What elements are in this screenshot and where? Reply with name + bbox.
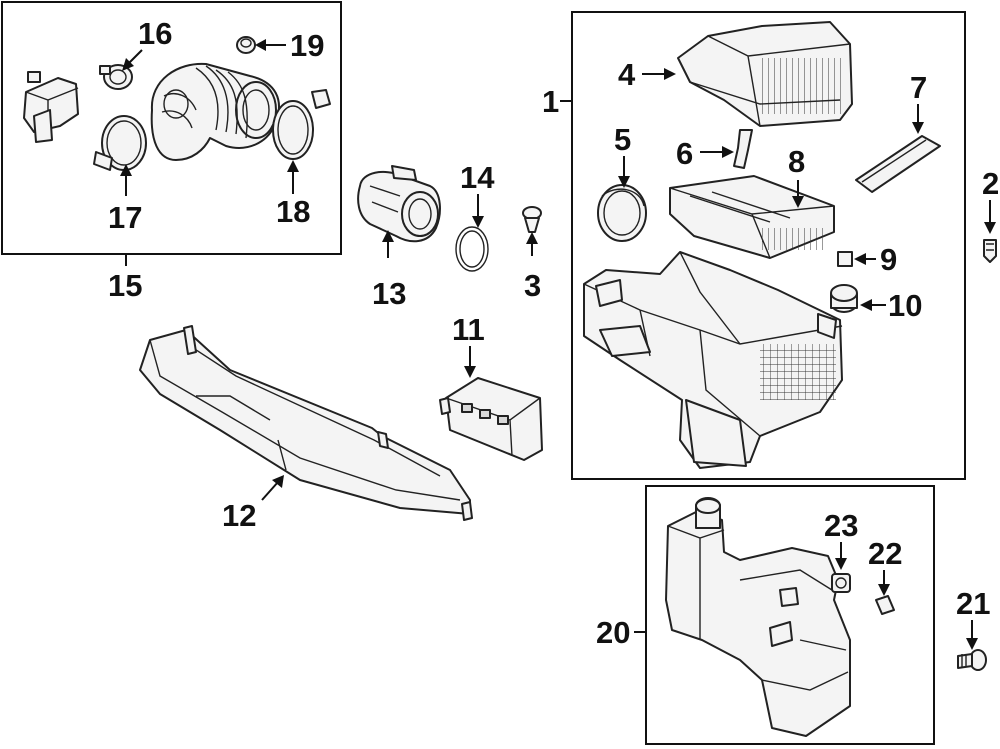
arrowhead-3: [526, 232, 538, 244]
group-box-1: [571, 11, 966, 480]
intake-hose-part: [150, 62, 280, 161]
callout-9: 9: [880, 242, 897, 277]
callout-8: 8: [788, 144, 805, 179]
arrowhead-6: [722, 146, 734, 158]
sensor-part: [23, 71, 79, 143]
arrowhead-9: [854, 253, 866, 265]
arrowhead-12: [272, 475, 284, 488]
resonator-20-part: [665, 497, 851, 737]
seal-5-part: [597, 184, 647, 242]
maf-housing-13-part: [357, 165, 441, 243]
arrowhead-11: [464, 366, 476, 378]
callout-20: 20: [596, 615, 630, 650]
arrowhead-10: [860, 299, 872, 311]
grommet-23-part: [831, 573, 851, 593]
callout-3: 3: [524, 268, 541, 303]
clip-9-part: [837, 251, 853, 267]
strip-7-part: [855, 135, 941, 193]
leader-12: [261, 481, 279, 501]
callout-15: 15: [108, 268, 142, 303]
arrowhead-18: [287, 160, 299, 172]
callout-7: 7: [910, 70, 927, 105]
arrowhead-13: [382, 230, 394, 242]
grommet-10-part: [830, 284, 858, 313]
callout-18: 18: [276, 194, 310, 229]
callout-17: 17: [108, 200, 142, 235]
callout-1: 1: [542, 84, 559, 119]
air-duct-12-part: [139, 325, 473, 521]
callout-21: 21: [956, 586, 990, 621]
callout-11: 11: [452, 312, 485, 347]
clamp-17-part: [93, 115, 147, 171]
callout-12: 12: [222, 498, 256, 533]
callout-4: 4: [618, 57, 636, 92]
lower-housing-part: [583, 251, 843, 469]
pin-6-part: [733, 129, 753, 169]
arrowhead-23: [835, 558, 847, 570]
callout-2: 2: [982, 166, 999, 201]
seal-14-part: [455, 226, 489, 272]
clip-22-part: [875, 595, 895, 615]
callout-14: 14: [460, 160, 495, 195]
clamp-16-part: [99, 64, 133, 90]
arrowhead-14: [472, 216, 484, 228]
callout-16: 16: [138, 16, 172, 51]
callout-10: 10: [888, 288, 922, 323]
arrowhead-8: [792, 196, 804, 208]
cap-19-part: [236, 36, 256, 54]
group-box-15: [1, 1, 342, 255]
callout-19: 19: [290, 28, 324, 63]
arrowhead-19: [255, 39, 266, 51]
arrowhead-22: [878, 584, 890, 596]
arrowhead-17: [120, 164, 132, 176]
filter-element-8-part: [669, 175, 835, 259]
bolt-2-part: [983, 239, 997, 263]
group-box-20: [645, 485, 935, 745]
callout-6: 6: [676, 136, 693, 171]
cover-4-part: [677, 21, 853, 127]
leader-16: [127, 49, 143, 65]
arrowhead-21: [966, 638, 978, 650]
arrowhead-4: [664, 68, 676, 80]
arrowhead-16: [122, 58, 134, 71]
bracket-11-part: [439, 377, 543, 461]
callout-22: 22: [868, 536, 902, 571]
arrowhead-7: [912, 122, 924, 134]
arrowhead-5: [618, 176, 630, 188]
clip-3-part: [522, 206, 542, 233]
callout-5: 5: [614, 122, 631, 157]
callout-23: 23: [824, 508, 858, 543]
screw-21-part: [957, 649, 987, 671]
callout-13: 13: [372, 276, 406, 311]
arrowhead-2: [984, 222, 996, 234]
clamp-18-part: [272, 89, 331, 160]
